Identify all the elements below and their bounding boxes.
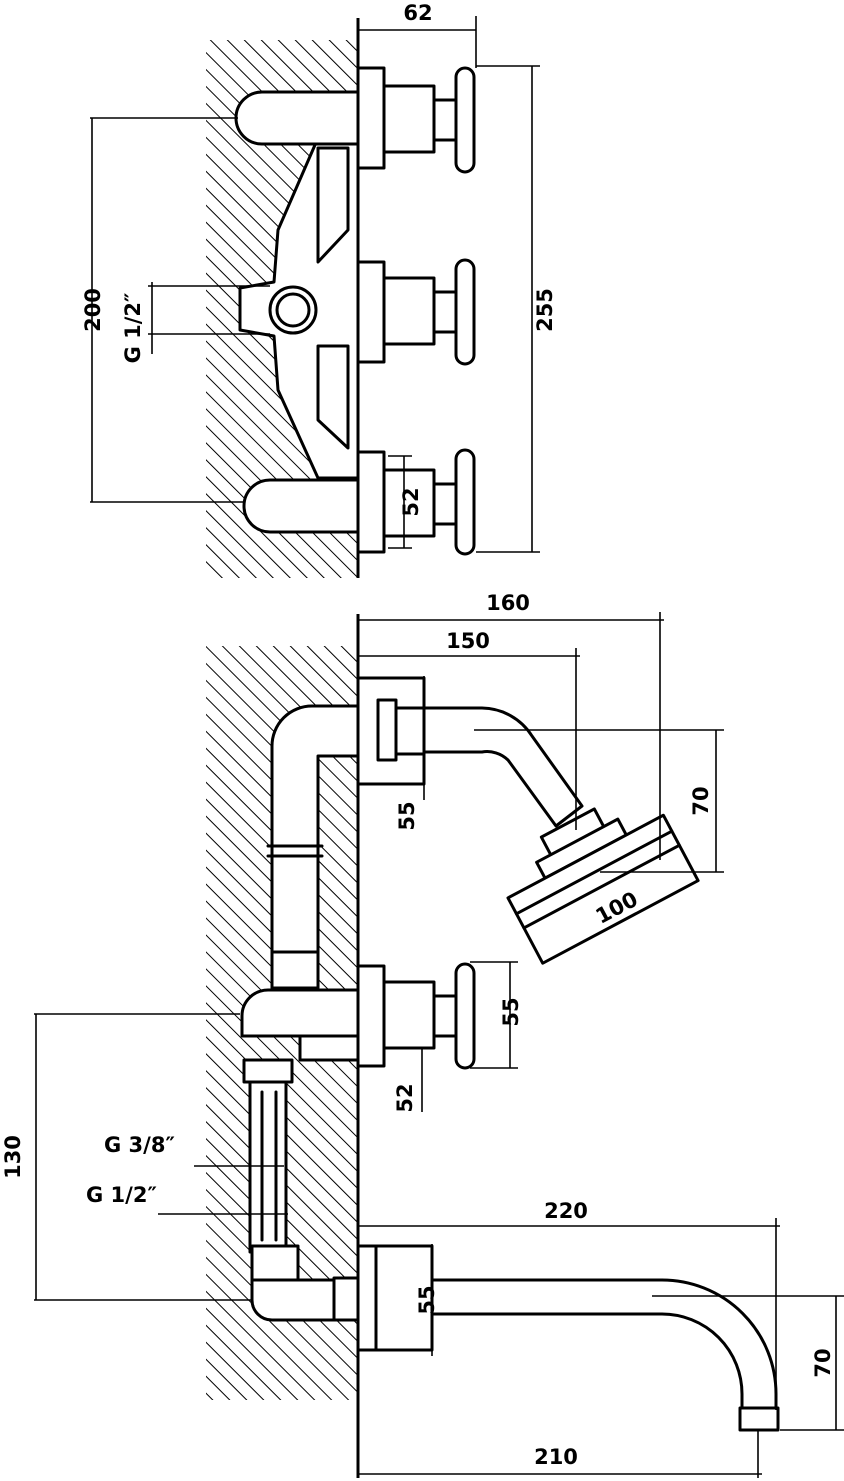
thread-1-2-bottom: G 1/2″ bbox=[86, 1183, 288, 1215]
thread-1-2-bottom-label: G 1/2″ bbox=[86, 1183, 157, 1207]
dim-200: 200 bbox=[81, 117, 244, 503]
dim-70-head-label: 70 bbox=[689, 786, 713, 815]
dim-130: 130 bbox=[1, 1013, 252, 1301]
thread-top: G 1/2″ bbox=[121, 282, 270, 363]
top-view: 62 255 200 G 1/2″ 52 bbox=[81, 1, 557, 578]
dim-220: 220 bbox=[358, 1199, 780, 1410]
shower-riser bbox=[266, 704, 360, 990]
dim-55-spout-label: 55 bbox=[415, 1285, 439, 1314]
diverter-body bbox=[240, 988, 360, 1062]
dim-70-head: 70 bbox=[474, 729, 724, 873]
dim-130-label: 130 bbox=[1, 1135, 25, 1179]
bottom-view: 160 150 70 100 55 55 bbox=[1, 591, 844, 1478]
dim-55-upper: 55 bbox=[395, 676, 425, 831]
thread-3-8: G 3/8″ bbox=[104, 1133, 284, 1167]
dim-160: 160 bbox=[358, 591, 664, 860]
dim-210-label: 210 bbox=[534, 1445, 578, 1469]
bath-spout bbox=[356, 1244, 780, 1432]
dim-62: 62 bbox=[358, 1, 477, 68]
dim-52-mid: 52 bbox=[393, 1048, 423, 1113]
top-valve-middle bbox=[356, 258, 476, 366]
thread-top-label: G 1/2″ bbox=[121, 293, 145, 364]
inlet-pipe bbox=[242, 1058, 360, 1322]
dim-210: 210 bbox=[358, 1430, 762, 1478]
bottom-valve bbox=[356, 962, 476, 1070]
dim-70-spout-label: 70 bbox=[811, 1348, 835, 1377]
dim-220-label: 220 bbox=[544, 1199, 588, 1223]
dim-160-label: 160 bbox=[486, 591, 530, 615]
dim-70-spout: 70 bbox=[652, 1295, 844, 1431]
top-valve-lower bbox=[356, 448, 476, 556]
dim-55-handle: 55 bbox=[470, 961, 523, 1069]
thread-3-8-label: G 3/8″ bbox=[104, 1133, 175, 1157]
dim-55-upper-label: 55 bbox=[395, 801, 419, 830]
top-valve-upper bbox=[356, 66, 476, 174]
dim-255-label: 255 bbox=[533, 288, 557, 332]
dim-62-label: 62 bbox=[403, 1, 432, 25]
dim-150-label: 150 bbox=[446, 629, 490, 653]
shower-head bbox=[506, 807, 700, 965]
dim-52-top: 52 bbox=[388, 455, 423, 549]
dim-255: 255 bbox=[476, 65, 557, 553]
shower-arm bbox=[356, 676, 584, 828]
dim-55-spout: 55 bbox=[415, 1244, 439, 1356]
dim-55-handle-label: 55 bbox=[499, 997, 523, 1026]
dim-52-top-label: 52 bbox=[399, 487, 423, 516]
dim-52-mid-label: 52 bbox=[393, 1083, 417, 1112]
top-center-inlet bbox=[268, 285, 318, 335]
dim-150: 150 bbox=[358, 629, 580, 830]
dim-200-label: 200 bbox=[81, 288, 105, 332]
